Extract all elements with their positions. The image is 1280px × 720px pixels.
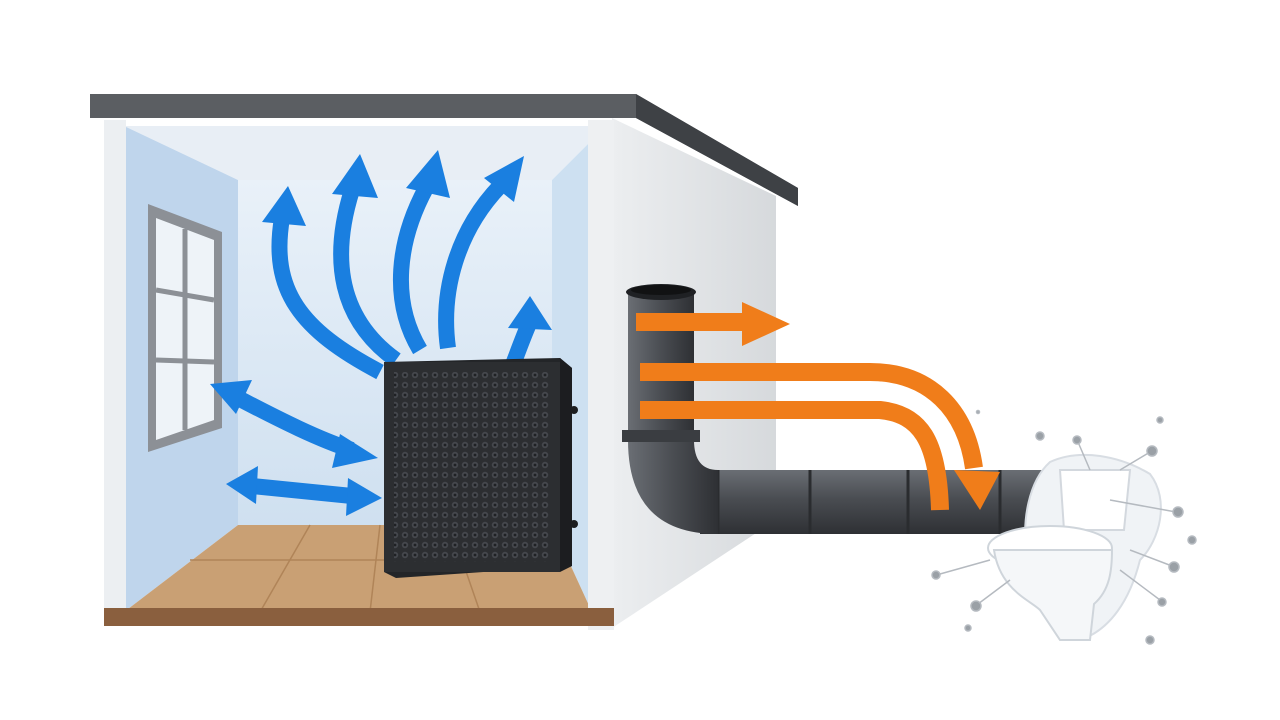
floor-edge [104, 608, 614, 626]
arrow-head [406, 150, 450, 198]
up-curved-arrow-icon [392, 184, 434, 355]
arrow-head [508, 296, 552, 330]
double-headed-arrow-icon [251, 478, 353, 504]
arrow-head [226, 466, 258, 504]
arrow-head [332, 434, 378, 468]
arrow-head [332, 154, 378, 198]
arrow-head [954, 470, 1000, 510]
arrow-head [262, 186, 306, 226]
arrow-head [484, 156, 524, 202]
up-curved-arrow-icon [333, 187, 401, 367]
arrow-head [742, 302, 790, 346]
toilet-icon [987, 453, 1162, 642]
recirculation-flow [210, 380, 382, 516]
wall-edge-left [104, 120, 126, 620]
wall-edge-right [588, 120, 614, 630]
clean-air-flow [262, 150, 552, 380]
up-curved-arrow-icon [438, 180, 506, 350]
grille-filter-icon [384, 358, 578, 578]
particles [931, 409, 1197, 645]
arrow-head [210, 380, 252, 414]
roof [90, 94, 798, 206]
exhaust-flow [636, 302, 1000, 511]
arrow-head [346, 478, 382, 516]
window [148, 204, 222, 452]
right-arrow-icon [640, 401, 949, 511]
up-curved-arrow-icon [271, 216, 384, 380]
right-arrow-icon [640, 363, 983, 470]
room-ceiling [124, 126, 606, 180]
